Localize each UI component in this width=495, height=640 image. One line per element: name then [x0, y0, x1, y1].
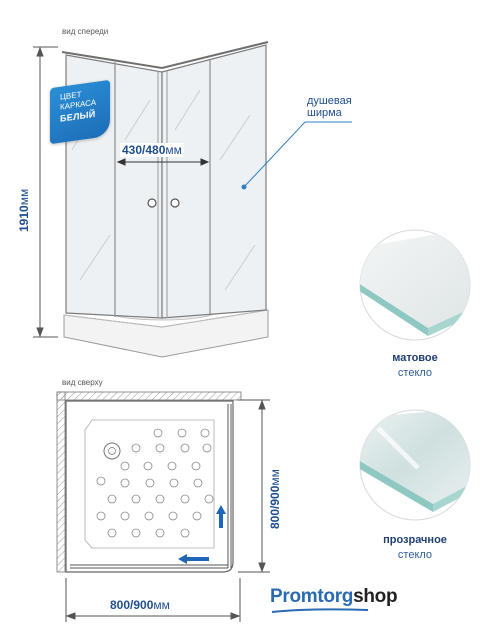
door-dimension-label: 430/480мм	[120, 143, 184, 157]
door-value: 430/480	[122, 143, 166, 157]
brand-underline	[271, 608, 369, 613]
right-glass-panel	[161, 44, 267, 319]
side-unit: мм	[268, 469, 282, 486]
matte-glass-sample	[359, 229, 471, 341]
top-wall	[56, 391, 242, 401]
side-dimension-label: 800/900мм	[268, 469, 282, 529]
door-dimension-line	[116, 158, 210, 166]
front-view-caption: вид спереди	[62, 27, 109, 36]
clear-glass-sublabel: стекло	[397, 549, 433, 561]
width-value: 800/900	[110, 598, 154, 612]
shower-screen-callout: душевая ширма	[307, 95, 352, 119]
width-dimension-line	[65, 578, 241, 622]
promtorgshop-logo: Promtorgshop	[270, 586, 398, 608]
width-unit: мм	[153, 598, 170, 612]
side-dimension-line	[238, 399, 270, 573]
height-dimension-line	[33, 46, 58, 338]
door-handles	[147, 198, 180, 208]
top-view-caption: вид сверху	[62, 378, 103, 387]
door-arrows	[178, 505, 226, 564]
side-value: 800/900	[268, 485, 282, 529]
left-wall	[56, 391, 66, 573]
width-dimension-label: 800/900мм	[110, 598, 170, 612]
door-unit: мм	[165, 143, 182, 157]
brand-part1: Promtorg	[270, 586, 354, 607]
tray-dots	[96, 428, 214, 538]
callout-line2: ширма	[307, 107, 342, 119]
brand-part2: shop	[353, 586, 398, 607]
callout-line1: душевая	[307, 95, 352, 107]
top-frame	[61, 41, 269, 70]
matte-glass-label: матовое	[392, 352, 438, 364]
tray-drain	[103, 442, 121, 460]
enclosure-glass-lines	[70, 404, 232, 569]
clear-glass-sample	[359, 409, 471, 521]
matte-glass-sublabel: стекло	[397, 367, 433, 379]
callout-leader	[241, 121, 352, 190]
clear-glass-label: прозрачное	[383, 534, 447, 546]
